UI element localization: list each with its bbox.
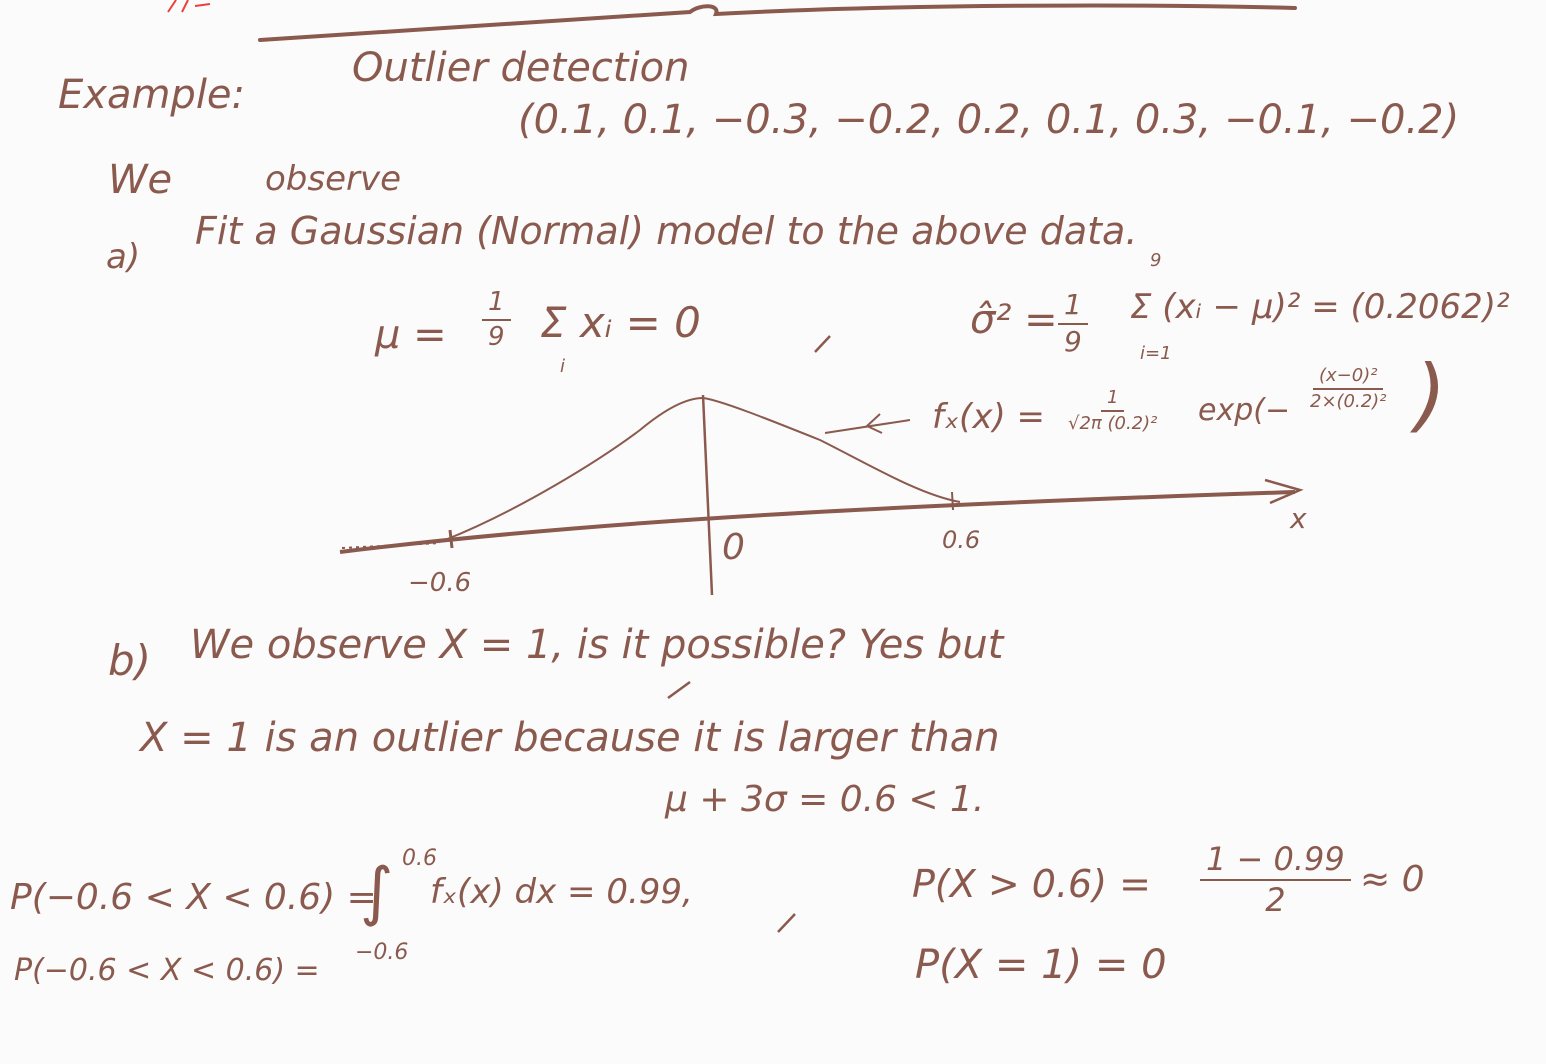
sigma-sum-upper: 9	[1150, 250, 1162, 271]
pdf-exp-num: (x−0)²	[1312, 366, 1384, 390]
mu-frac-den: 9	[488, 321, 505, 352]
tick-pos	[951, 491, 954, 511]
mu-frac-num: 1	[482, 288, 511, 321]
tick-label-pos: 0.6	[942, 526, 981, 554]
pdf-frac-num: 1	[1100, 388, 1125, 412]
mu-sum-index: i	[560, 356, 566, 377]
axis-label-x: x	[1290, 502, 1307, 535]
p2-lhs: P(−0.6 < X < 0.6) =	[14, 953, 320, 988]
red-mark	[167, 0, 211, 13]
part-b-line3: μ + 3σ = 0.6 < 1.	[665, 779, 985, 820]
pdf-exp-den: 2×(0.2)²	[1310, 390, 1387, 412]
mu-formula: μ =	[375, 312, 447, 358]
example-label: Example:	[58, 72, 246, 118]
p3-num: 1 − 0.99	[1200, 841, 1351, 882]
part-b-line1: We observe X = 1, is it possible? Yes bu…	[190, 622, 1004, 668]
p1-rhs: fₓ(x) dx = 0.99,	[430, 872, 693, 912]
pdf-frac-den: √2π (0.2)²	[1068, 412, 1158, 434]
p3-fraction: 1 − 0.99 2	[1200, 841, 1351, 920]
mu-sum: Σ xᵢ = 0	[540, 298, 701, 347]
pdf-fraction: 1 √2π (0.2)²	[1068, 388, 1157, 434]
observe-verb: observe	[265, 159, 402, 199]
observed-data: (0.1, 0.1, −0.3, −0.2, 0.2, 0.1, 0.3, −0…	[518, 97, 1460, 143]
tick-neg	[448, 529, 454, 549]
pdf-exp-close: )	[1415, 348, 1447, 441]
sigma-formula: σ̂² =	[970, 297, 1058, 343]
top-divider-line	[258, 3, 1297, 42]
pdf-lhs: fₓ(x) =	[932, 397, 1046, 437]
pdf-exp-fraction: (x−0)² 2×(0.2)²	[1310, 366, 1386, 412]
p1-integral: ∫	[360, 855, 394, 929]
p3-rhs: ≈ 0	[1360, 859, 1425, 900]
p4: P(X = 1) = 0	[915, 942, 1167, 988]
sigma-sum-lower: i=1	[1140, 343, 1172, 364]
pdf-exp: exp(−	[1198, 393, 1291, 428]
sigma-fraction: 1 9	[1058, 289, 1088, 358]
topic-title: Outlier detection	[352, 45, 690, 91]
sigma-sum: Σ (xᵢ − μ)² = (0.2062)²	[1130, 287, 1510, 327]
p3-lhs: P(X > 0.6) =	[912, 862, 1151, 906]
gaussian-curve	[444, 396, 961, 541]
p1-upper: 0.6	[402, 846, 437, 871]
dotted-tail	[341, 542, 441, 549]
part-a-label: a)	[106, 237, 141, 277]
x-axis	[339, 490, 1296, 554]
tick-label-neg: −0.6	[408, 568, 472, 598]
p1-lower: −0.6	[355, 940, 409, 965]
y-axis	[701, 394, 714, 596]
x-axis-arrow	[1264, 478, 1304, 505]
pdf-pointer-arrowhead	[865, 413, 883, 434]
part-b-label: b)	[108, 636, 152, 685]
part-b-line2: X = 1 is an outlier because it is larger…	[140, 715, 1000, 761]
tick-label-zero: 0	[722, 527, 745, 568]
p1-lhs: P(−0.6 < X < 0.6) =	[10, 877, 377, 918]
sigma-frac-num: 1	[1058, 289, 1088, 325]
p3-den: 2	[1265, 881, 1286, 920]
part-a-text: Fit a Gaussian (Normal) model to the abo…	[195, 209, 1138, 253]
mu-fraction: 1 9	[482, 288, 511, 351]
observe-prefix: We	[108, 157, 173, 203]
sigma-frac-den: 9	[1064, 324, 1082, 358]
